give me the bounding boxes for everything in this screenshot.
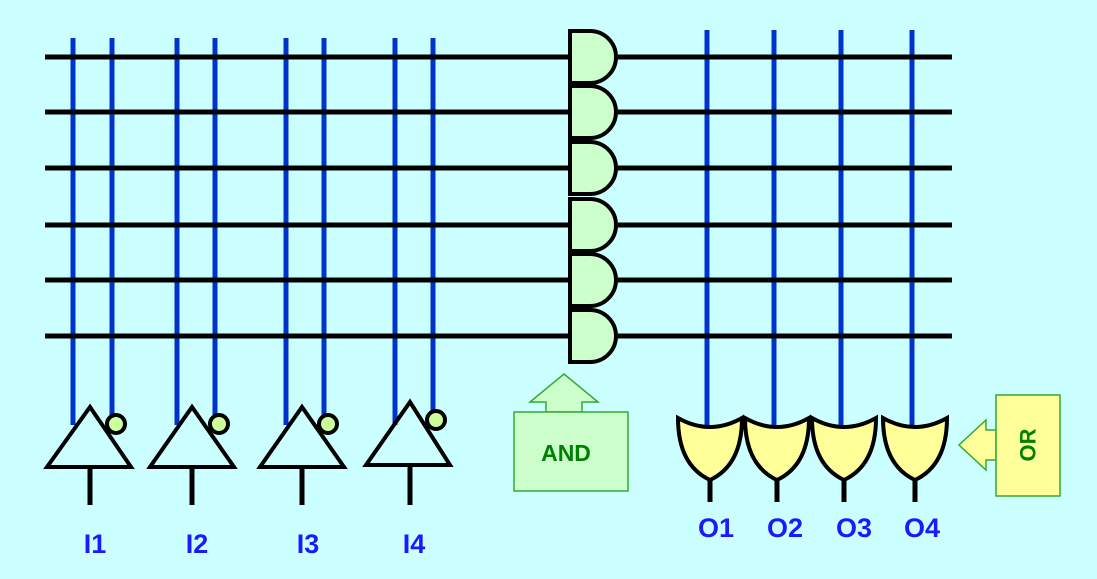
input-labels: I1 I2 I3 I4 <box>84 529 426 559</box>
input-buffer-i4 <box>362 398 454 505</box>
input-label-i4: I4 <box>403 529 426 559</box>
input-buffer-i2 <box>146 403 238 505</box>
or-gate-o1 <box>675 414 745 483</box>
output-label-o4: O4 <box>904 513 940 543</box>
inversion-bubble-i4 <box>425 409 447 431</box>
input-buffer-i3 <box>256 403 348 505</box>
output-label-o2: O2 <box>767 513 803 543</box>
and-gate-6 <box>568 308 618 364</box>
output-labels: O1 O2 O3 O4 <box>698 513 940 543</box>
input-buffer-i1 <box>43 403 135 505</box>
or-gate-o2 <box>742 414 812 483</box>
input-label-i3: I3 <box>297 529 320 559</box>
and-gate-2 <box>568 84 618 140</box>
and-gate-array <box>568 29 618 364</box>
input-column-wires <box>70 38 436 425</box>
output-column-wires <box>704 30 915 455</box>
or-gate-o4 <box>880 414 950 483</box>
input-buffers <box>43 398 454 505</box>
and-callout-label: AND <box>541 440 591 466</box>
or-output-stems <box>707 480 918 502</box>
and-gate-5 <box>568 252 618 308</box>
output-label-o1: O1 <box>698 513 734 543</box>
or-gate-o3 <box>809 414 879 483</box>
product-term-lines <box>45 54 952 339</box>
and-gate-3 <box>568 140 618 196</box>
inversion-bubble-i2 <box>208 413 230 435</box>
or-callout: OR <box>957 394 1061 497</box>
left-arrow-icon <box>957 418 997 472</box>
or-callout-label: OR <box>1016 428 1041 461</box>
and-gate-1 <box>568 29 618 85</box>
output-label-o3: O3 <box>836 513 872 543</box>
input-label-i2: I2 <box>186 529 209 559</box>
and-callout-box <box>513 411 629 492</box>
inversion-bubble-i3 <box>317 413 339 435</box>
and-callout: AND <box>513 373 629 492</box>
inversion-bubble-i1 <box>105 413 127 435</box>
and-gate-4 <box>568 197 618 253</box>
or-gate-array <box>675 414 950 483</box>
up-arrow-icon <box>527 373 601 413</box>
input-label-i1: I1 <box>84 529 107 559</box>
or-callout-box <box>995 394 1061 497</box>
